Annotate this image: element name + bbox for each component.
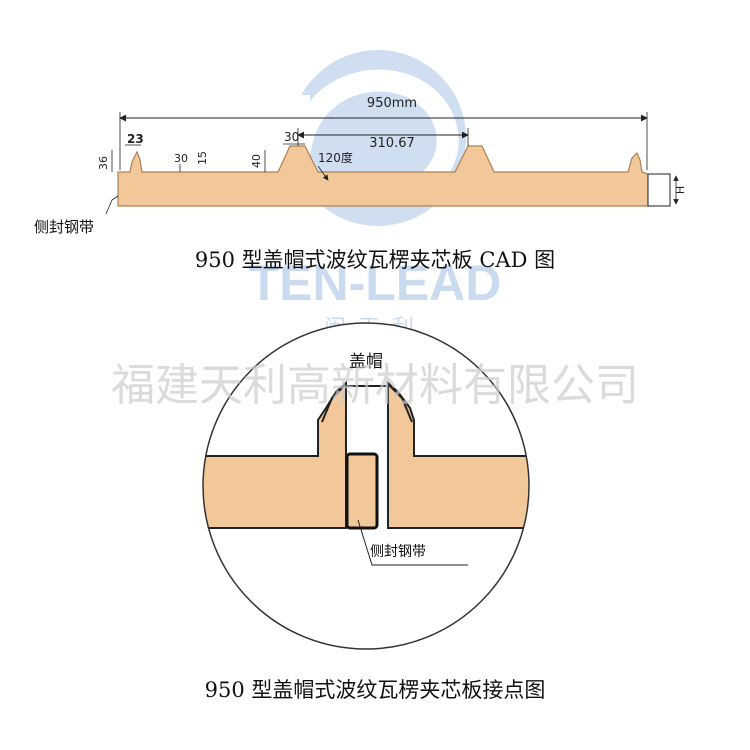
cap-outline <box>321 385 413 423</box>
dim-thickness: H <box>674 186 687 194</box>
dim-edge-height: 36 <box>97 156 110 170</box>
detail-circle <box>202 322 530 650</box>
dim-small-b: 15 <box>196 151 209 165</box>
dim-edge-width: 23 <box>127 132 144 146</box>
dim-rib-height: 40 <box>250 154 263 168</box>
label-cap: 盖帽 <box>349 352 383 372</box>
dim-pitch: 310.67 <box>369 136 415 151</box>
joint-caption: 950 型盖帽式波纹瓦楞夹芯板接点图 <box>204 678 546 702</box>
dim-small-a: 30 <box>174 152 188 165</box>
label-edge-strip-top: 侧封钢带 <box>34 218 94 236</box>
logo-text: TEN-LEAD <box>249 255 502 311</box>
company-watermark: 福建天利高新材料有限公司 <box>111 360 639 411</box>
dim-total-width: 950mm <box>367 96 417 111</box>
panel-profile-drawing: 950mm 310.67 30 120度 40 23 36 30 15 H 侧封… <box>34 96 687 236</box>
dim-top-width: 30 <box>284 130 299 144</box>
joint-core-right <box>387 380 529 529</box>
edge-steel-end <box>647 173 671 207</box>
label-edge-strip-detail: 侧封钢带 <box>370 544 426 560</box>
profile-caption: 950 型盖帽式波纹瓦楞夹芯板 CAD 图 <box>194 248 556 272</box>
joint-core-left <box>203 380 347 529</box>
joint-detail-drawing: 盖帽 侧封钢带 <box>202 322 530 650</box>
edge-steel-strip <box>345 452 379 530</box>
dim-rib-angle: 120度 <box>318 150 353 165</box>
